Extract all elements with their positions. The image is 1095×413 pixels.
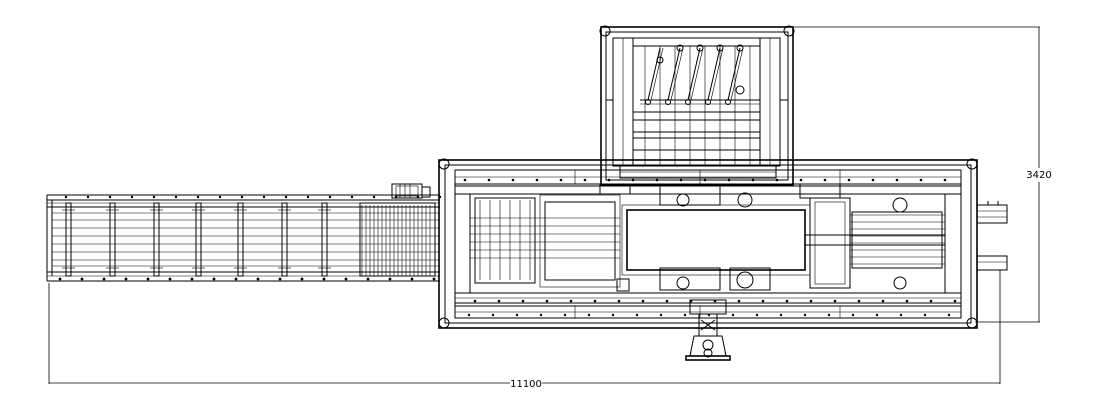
bottom-stand [685,299,731,361]
infeed-conveyor [46,183,442,282]
dimension-annotations: 11100 3420 [48,26,1052,390]
central-opening [626,209,806,271]
top-tower-assembly [599,25,795,186]
outfeed-rails [976,201,1008,271]
height-dimension-label: 3420 [1026,170,1051,181]
width-dimension-label: 11100 [510,379,542,390]
main-machine-frame [438,158,978,329]
